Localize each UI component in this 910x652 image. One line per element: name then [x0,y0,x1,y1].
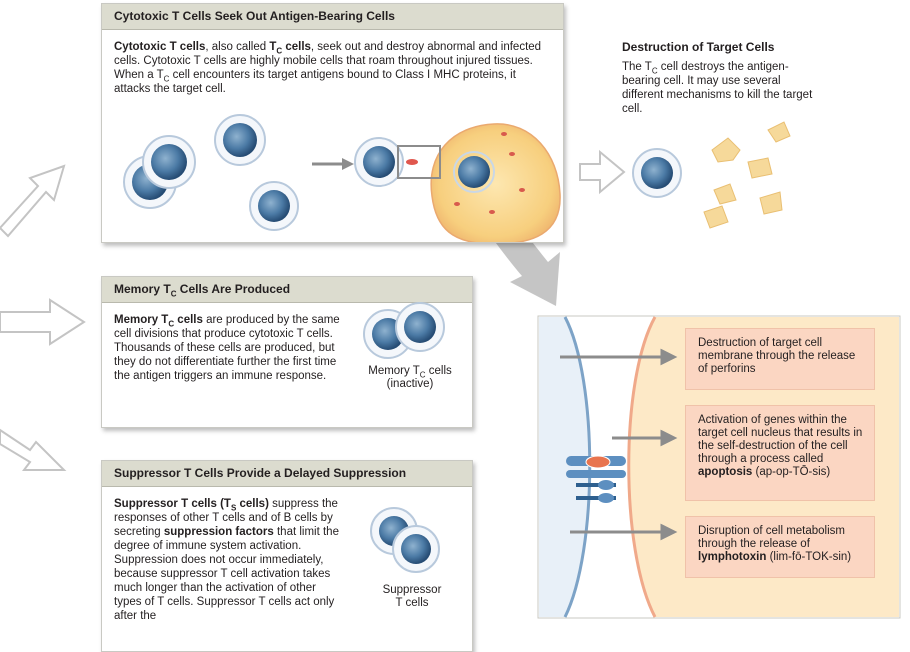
suppressor-panel-text: Suppressor T cells (TS cells) suppress t… [114,498,339,622]
suppressor-panel-title: Suppressor T Cells Provide a Delayed Sup… [102,461,472,487]
cytotoxic-panel: Cytotoxic T Cells Seek Out Antigen-Beari… [101,3,564,243]
mechanism-lymphotoxin: Disruption of cell metabolism through th… [685,516,875,578]
attacking-t-cell [354,137,418,187]
suppressor-cells-illustration [370,507,440,573]
to-destruction-arrow [579,149,626,195]
t-cell-mid-bottom [249,181,299,231]
memory-cells-illustration [363,302,445,359]
mechanism-perforins: Destruction of target cell membrane thro… [685,328,875,390]
memory-cells-caption: Memory TC cells (inactive) [368,365,452,390]
t-cell-group-left [123,135,196,209]
receptor-complex [566,455,626,503]
destruction-title: Destruction of Target Cells [622,40,775,54]
memory-panel-title: Memory TC Cells Are Produced [102,277,472,303]
mechanism-apoptosis: Activation of genes within the target ce… [685,405,875,501]
memory-panel: Memory TC Cells Are Produced Memory TC c… [101,276,473,428]
suppressor-panel: Suppressor T Cells Provide a Delayed Sup… [101,460,473,652]
cytotoxic-panel-title: Cytotoxic T Cells Seek Out Antigen-Beari… [102,4,563,30]
t-cell-mid-top [214,114,266,166]
destruction-text: The TC cell destroys the antigen-bearing… [622,61,813,115]
magnify-box [397,145,441,179]
incoming-arrows [0,164,86,471]
target-cell [430,123,561,242]
suppressor-cells-caption: Suppressor T cells [382,584,442,609]
cytotoxic-panel-illustration [123,114,561,242]
cytotoxic-panel-text: Cytotoxic T cells, also called TC cells,… [114,41,542,95]
memory-panel-text: Memory TC cells are produced by the same… [114,314,340,382]
